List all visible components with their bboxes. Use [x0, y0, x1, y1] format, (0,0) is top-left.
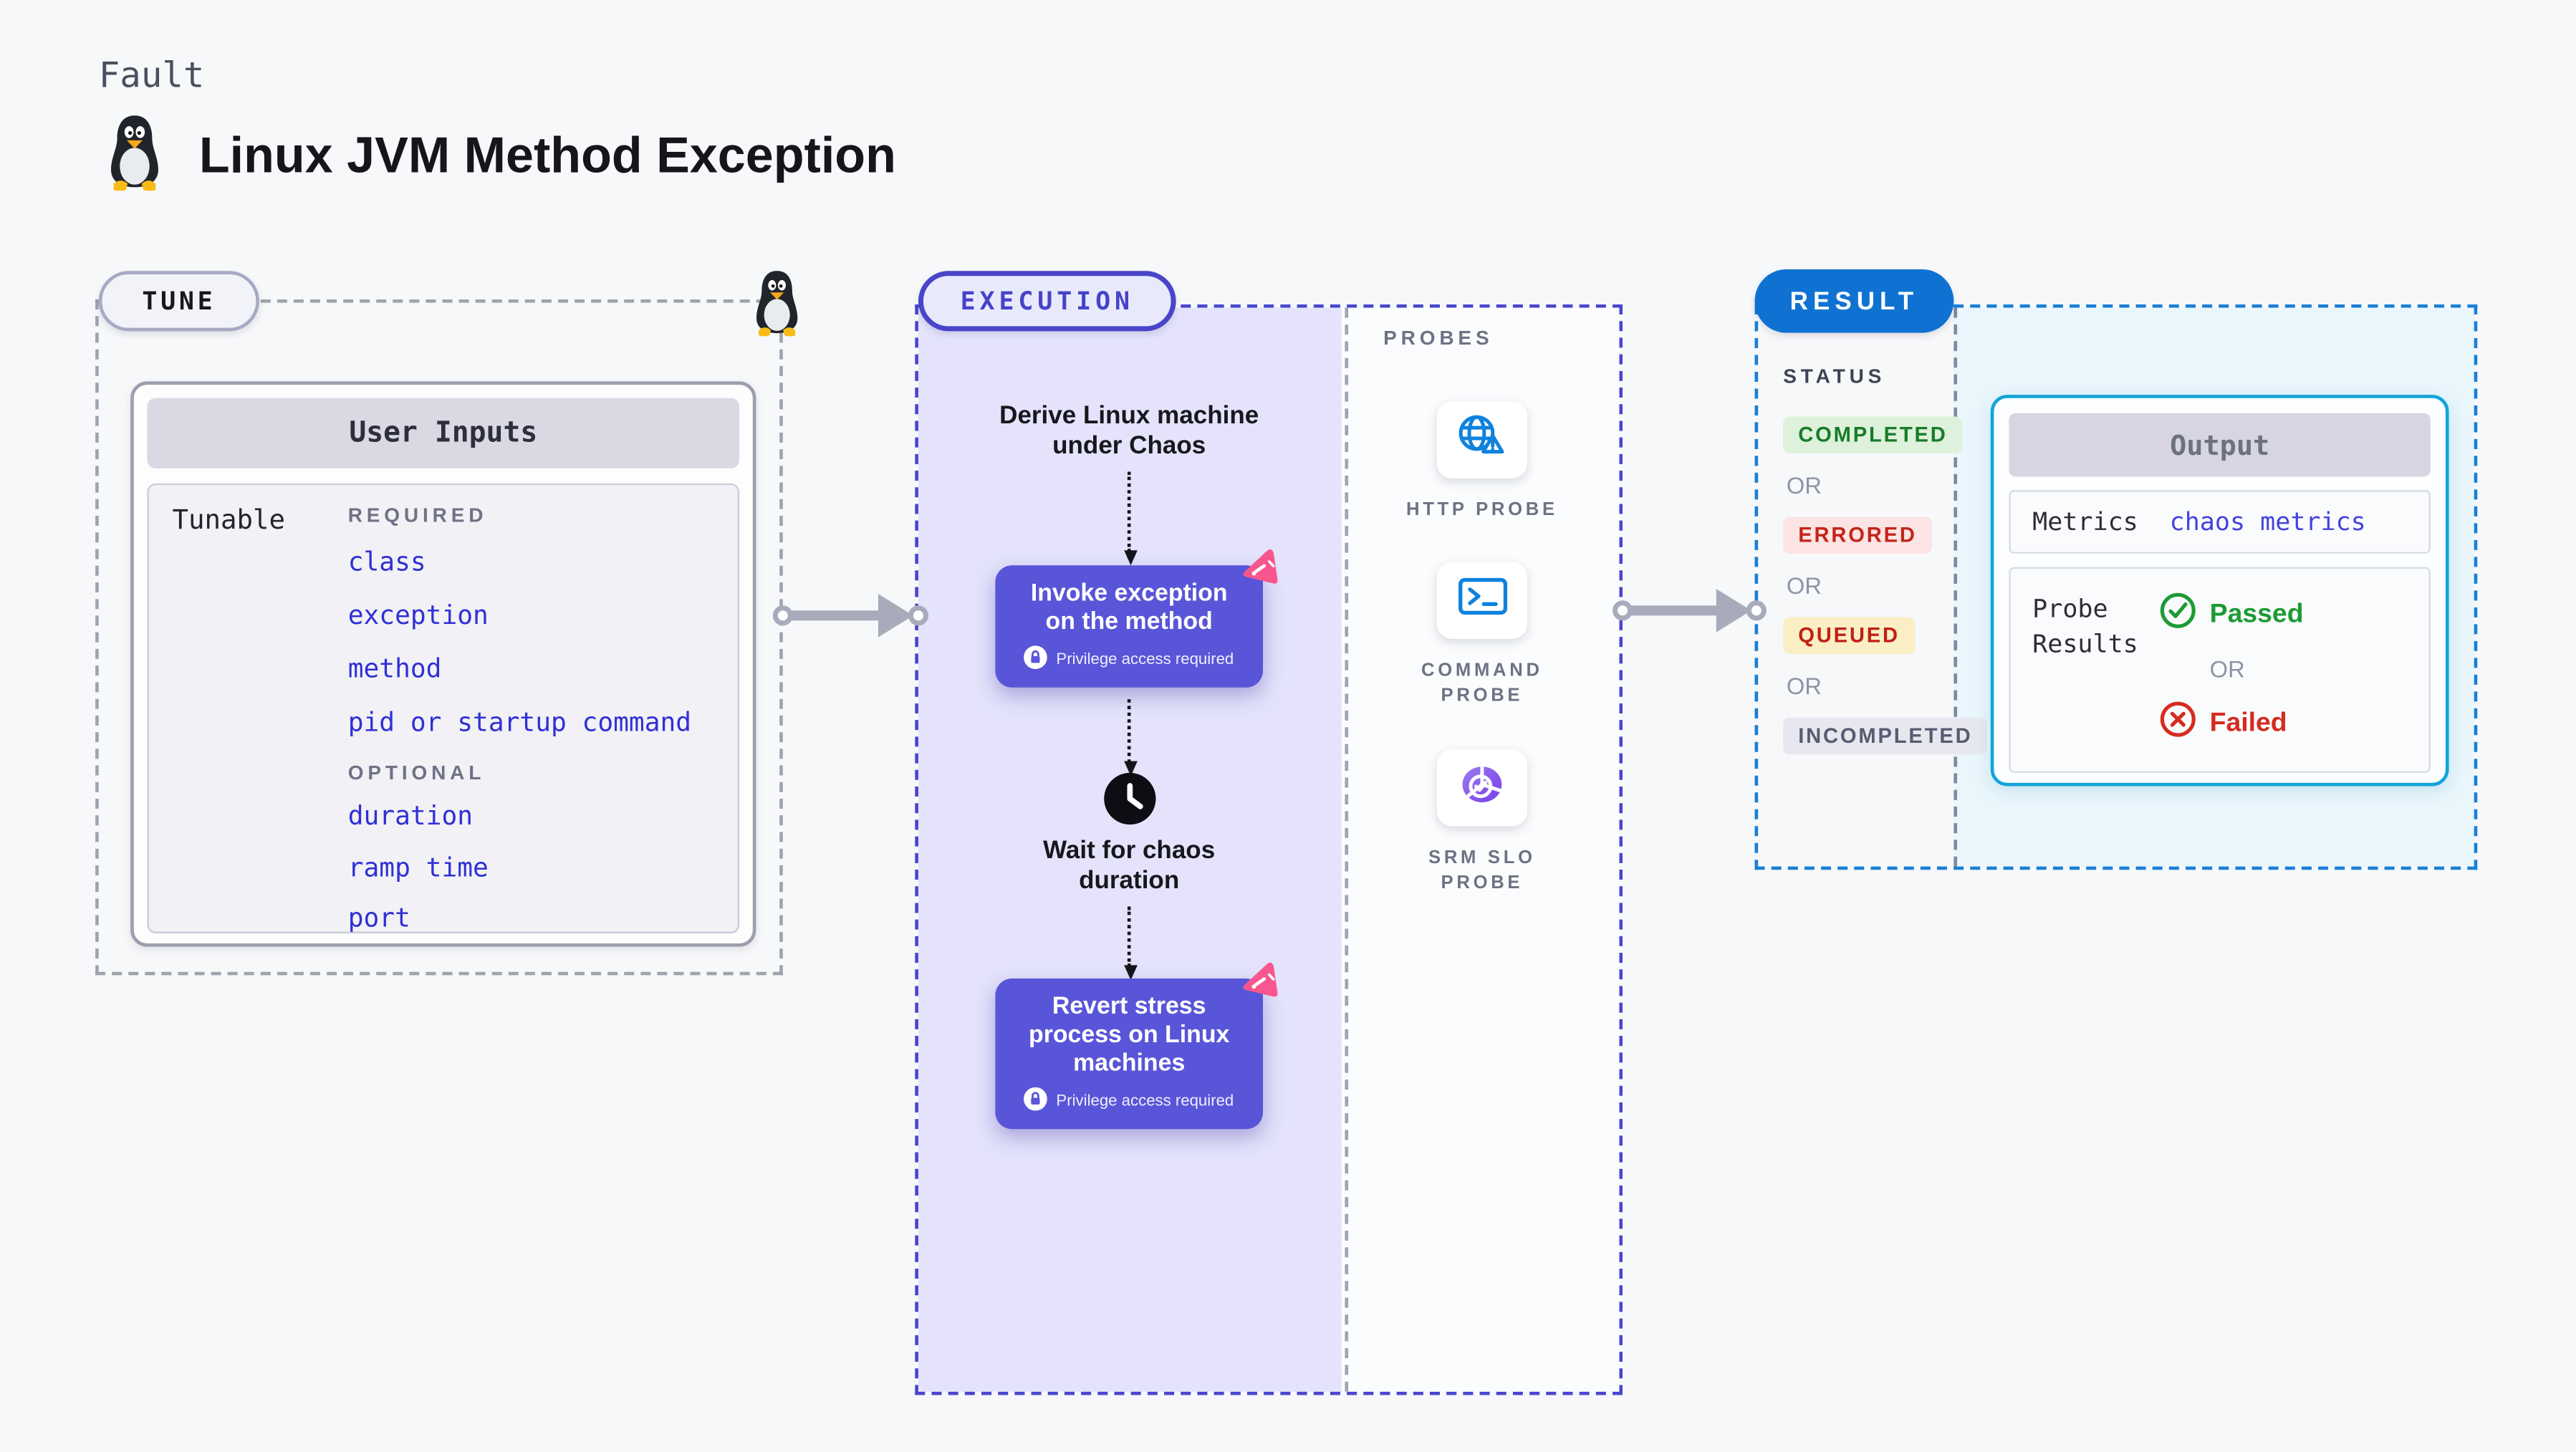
result-badge: RESULT	[1754, 269, 1954, 333]
tunable-link-exception[interactable]: exception	[347, 600, 489, 631]
output-header: Output	[2009, 413, 2431, 477]
user-inputs-card: User Inputs Tunable REQUIRED class excep…	[130, 381, 756, 947]
status-badge-queued: QUEUED	[1783, 617, 1915, 655]
clock-icon	[1102, 771, 1158, 835]
revert-stress-step: Revert stress process on Linux machines …	[995, 962, 1278, 1130]
linux-penguin-icon-small	[749, 269, 804, 345]
terminal-icon	[1456, 575, 1508, 625]
probe-results-label: Probe Results	[2032, 593, 2138, 660]
connector-dot	[772, 605, 793, 626]
flow-arrow-down-3	[1124, 906, 1138, 981]
execution-badge: EXECUTION	[918, 271, 1176, 332]
arrow-shaft	[789, 610, 882, 621]
tune-badge: TUNE	[98, 271, 259, 332]
or-label: OR	[1786, 572, 1822, 599]
x-circle-icon	[2160, 701, 2196, 746]
tunable-link-ramp-time[interactable]: ramp time	[347, 852, 489, 883]
arrow-shaft	[1629, 605, 1720, 616]
optional-label: OPTIONAL	[347, 761, 486, 785]
metrics-label: Metrics	[2032, 506, 2138, 537]
globe-alert-icon	[1453, 411, 1510, 468]
output-card: Output Metrics chaos metrics Probe Resul…	[1990, 395, 2449, 787]
connector-dot	[1613, 600, 1633, 621]
chaos-fault-icon	[1236, 962, 1282, 1016]
arrow-head	[1716, 588, 1751, 633]
probes-label: PROBES	[1383, 326, 1494, 350]
page-title: Linux JVM Method Exception	[198, 128, 896, 184]
or-label: OR	[1786, 672, 1822, 700]
chaos-fault-icon	[1236, 549, 1282, 602]
status-badge-incompleted: INCOMPLETED	[1783, 717, 1988, 755]
slo-gauge-icon	[1456, 760, 1509, 815]
tunable-row-label: Tunable	[172, 503, 285, 536]
fault-eyebrow: Fault	[98, 55, 205, 96]
derive-step-text: Derive Linux machine under Chaos	[999, 401, 1259, 459]
connector-dot	[1746, 600, 1767, 621]
status-column: STATUS COMPLETED OR ERRORED OR QUEUED OR…	[1783, 365, 1988, 755]
execution-probes-divider	[1345, 307, 1349, 1392]
srm-slo-probe-label: SRM SLO PROBE	[1428, 847, 1536, 893]
flow-arrow-down-1	[1124, 471, 1138, 566]
lock-icon	[1024, 645, 1048, 674]
tunable-link-class[interactable]: class	[347, 547, 426, 577]
arrow-head	[878, 593, 913, 638]
tunable-link-duration[interactable]: duration	[347, 801, 474, 832]
privilege-note: Privilege access required	[1056, 650, 1234, 670]
status-output-divider	[1953, 307, 1958, 867]
metrics-row: Metrics chaos metrics	[2009, 490, 2431, 554]
http-probe-card	[1436, 401, 1527, 479]
execution-section-box	[915, 304, 1623, 1395]
status-label: STATUS	[1783, 365, 1886, 388]
tunable-link-pid-or-startup-command[interactable]: pid or startup command	[347, 707, 692, 738]
srm-slo-probe-card	[1436, 749, 1527, 827]
http-probe-label: HTTP PROBE	[1405, 500, 1558, 521]
status-badge-completed: COMPLETED	[1783, 416, 1963, 453]
user-inputs-header: User Inputs	[147, 398, 740, 468]
wait-step-text: Wait for chaos duration	[1043, 836, 1216, 895]
execution-to-result-arrow	[1613, 588, 1767, 633]
tunable-link-method[interactable]: method	[347, 654, 442, 685]
tunables-table: Tunable REQUIRED class exception method …	[147, 483, 740, 933]
probes-panel	[1341, 307, 1620, 1392]
or-label: OR	[1786, 471, 1822, 499]
chaos-metrics-link[interactable]: chaos metrics	[2169, 506, 2366, 537]
probe-results-row: Probe Results Passed OR	[2009, 567, 2431, 773]
invoke-exception-step: Invoke exception on the method Privilege…	[995, 549, 1278, 688]
or-label: OR	[2209, 655, 2245, 683]
execution-panel	[918, 307, 1345, 1392]
lock-icon	[1024, 1087, 1048, 1116]
command-probe-card	[1436, 562, 1527, 640]
command-probe-label: COMMAND PROBE	[1421, 660, 1543, 706]
flow-arrow-down-2	[1124, 699, 1138, 777]
status-badge-errored: ERRORED	[1783, 516, 1932, 554]
linux-penguin-icon	[102, 114, 167, 199]
tune-to-execution-arrow	[772, 593, 928, 638]
tunable-link-port[interactable]: port	[347, 903, 410, 933]
failed-label: Failed	[2209, 708, 2287, 737]
privilege-note: Privilege access required	[1056, 1092, 1234, 1111]
required-label: REQUIRED	[347, 503, 488, 527]
tune-section-box	[95, 299, 783, 976]
passed-label: Passed	[2209, 600, 2304, 628]
check-circle-icon	[2160, 592, 2196, 638]
connector-dot	[908, 605, 928, 626]
